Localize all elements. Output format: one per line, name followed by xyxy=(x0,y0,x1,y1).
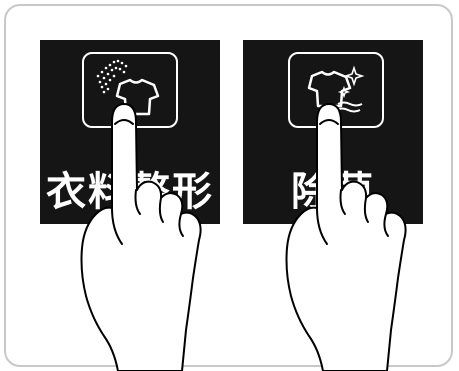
panel-deodorize: 除菌 xyxy=(243,40,423,224)
panel-shape: 衣料整形 xyxy=(40,40,220,224)
tshirt-steam-icon xyxy=(84,54,176,126)
shape-touch-button[interactable] xyxy=(82,52,178,128)
deodorize-button-label: 除菌 xyxy=(243,164,423,220)
tshirt-sparkle-icon xyxy=(290,54,382,126)
shape-button-label: 衣料整形 xyxy=(40,164,220,220)
deodorize-touch-button[interactable] xyxy=(288,52,384,128)
